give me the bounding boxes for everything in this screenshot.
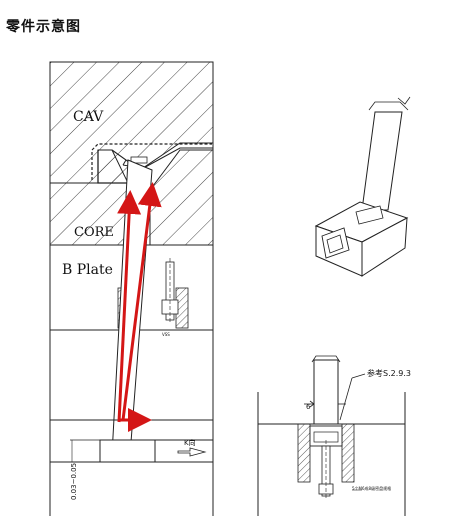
mold-section [49,61,214,516]
dimension-label: 6 [306,403,311,411]
small-mark-label: VSS [162,332,170,337]
gap-tolerance-label: 0.03~0.05 [70,463,78,500]
reference-label: 参考S.2.9.3 [367,368,411,378]
cav-label: CAV [73,109,104,125]
motion-arrows [117,182,162,432]
screw-note-label: 5个M6成8级密盘规格 [352,485,391,491]
isometric-lifter-view [314,96,411,277]
lifter-base [99,439,156,463]
page-title: 零件示意图 [6,19,81,35]
detail-view [257,355,406,516]
part-profile [91,143,212,180]
k-direction-arrow [177,447,207,457]
b-plate-label: B Plate [62,262,113,278]
core-label: CORE [74,225,114,240]
k-direction-label: K向 [184,438,196,447]
